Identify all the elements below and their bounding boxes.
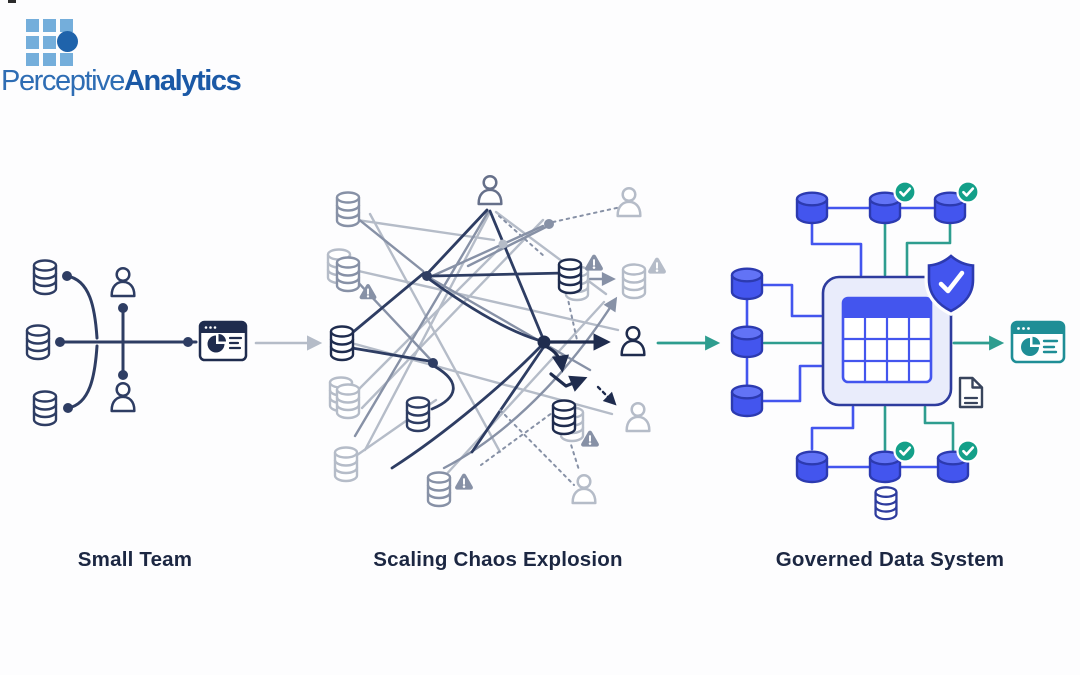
database-icon — [25, 324, 51, 361]
user-icon — [620, 325, 646, 357]
database-icon — [730, 325, 764, 359]
user-icon — [625, 401, 651, 433]
database-icon — [795, 450, 829, 484]
database-icon — [874, 486, 898, 521]
check-badge-icon — [956, 439, 980, 463]
document-icon — [958, 376, 984, 409]
user-icon — [110, 266, 136, 298]
database-icon — [621, 263, 647, 300]
dashboard-icon — [1010, 320, 1066, 364]
user-icon — [477, 174, 503, 206]
database-icon — [795, 191, 829, 225]
corner-artifact — [8, 0, 16, 3]
stage-label-scaling-chaos: Scaling Chaos Explosion — [373, 548, 623, 571]
database-icon — [333, 446, 359, 483]
user-icon — [110, 381, 136, 413]
database-icon — [335, 256, 361, 293]
chaos-connections — [344, 206, 622, 486]
logo-circle-icon — [57, 31, 78, 52]
database-icon — [405, 396, 431, 433]
stage-chaos-group — [326, 174, 667, 508]
database-icon — [551, 399, 577, 436]
logo-wordmark: PerceptiveAnalytics — [1, 65, 242, 98]
check-badge-icon — [893, 439, 917, 463]
dashboard-icon — [198, 320, 248, 362]
user-icon — [571, 473, 597, 505]
check-badge-icon — [956, 180, 980, 204]
logo-word-analytics: Analytics — [124, 65, 242, 97]
logo-word-perceptive: Perceptive — [1, 65, 125, 97]
database-icon — [730, 384, 764, 418]
stage-small-team-group — [25, 259, 248, 427]
database-icon — [335, 383, 361, 420]
stage-governed-group — [730, 180, 1066, 521]
stage-label-small-team: Small Team — [77, 548, 193, 571]
database-icon — [426, 471, 452, 508]
database-icon — [32, 390, 58, 427]
database-icon — [730, 267, 764, 301]
database-icon — [557, 258, 583, 295]
logo-grid-icon — [26, 19, 78, 66]
perceptive-analytics-logo: PerceptiveAnalytics — [0, 0, 300, 110]
database-icon — [329, 325, 355, 362]
small-team-connections — [55, 271, 198, 413]
user-icon — [616, 186, 642, 218]
database-icon — [335, 191, 361, 228]
table-icon — [841, 296, 933, 384]
governed-connections — [745, 206, 955, 469]
warning-icon — [584, 253, 604, 272]
stage-label-governed: Governed Data System — [775, 548, 1005, 571]
shield-check-icon — [924, 250, 978, 317]
database-icon — [32, 259, 58, 296]
warning-icon — [647, 256, 667, 275]
warning-icon — [454, 472, 474, 491]
check-badge-icon — [893, 180, 917, 204]
